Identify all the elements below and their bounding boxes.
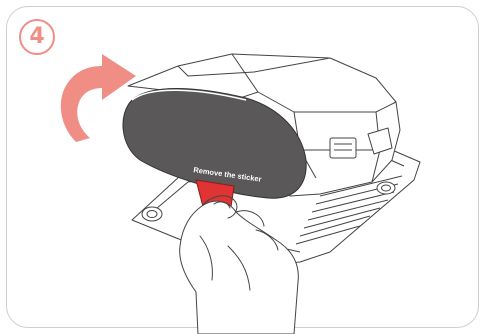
- step-number-badge: 4: [19, 19, 55, 55]
- front-slot: [330, 138, 356, 158]
- curved-up-arrow-icon: [56, 46, 140, 150]
- step-number: 4: [29, 26, 44, 48]
